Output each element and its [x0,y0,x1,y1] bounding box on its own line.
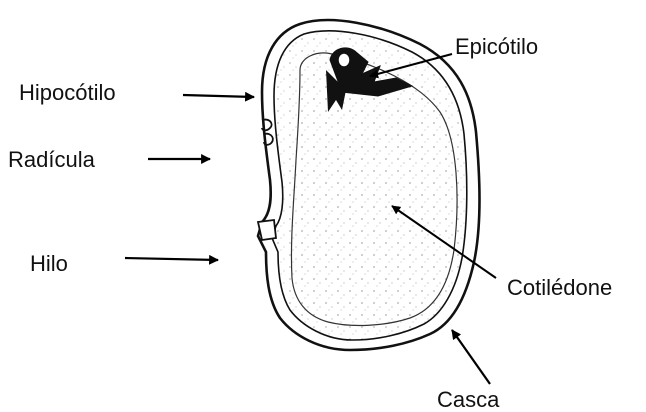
label-hipocotilo: Hipocótilo [19,82,116,104]
label-epicotilo: Epicótilo [455,36,538,58]
arrow-hipocotilo [183,95,254,97]
arrow-casca [452,330,490,384]
arrow-hilo [125,258,218,260]
label-hilo: Hilo [30,253,68,275]
hilum-structure [258,220,276,240]
label-cotiledone: Cotilédone [507,277,612,299]
label-radicula: Radícula [8,149,95,171]
label-casca: Casca [437,389,499,411]
